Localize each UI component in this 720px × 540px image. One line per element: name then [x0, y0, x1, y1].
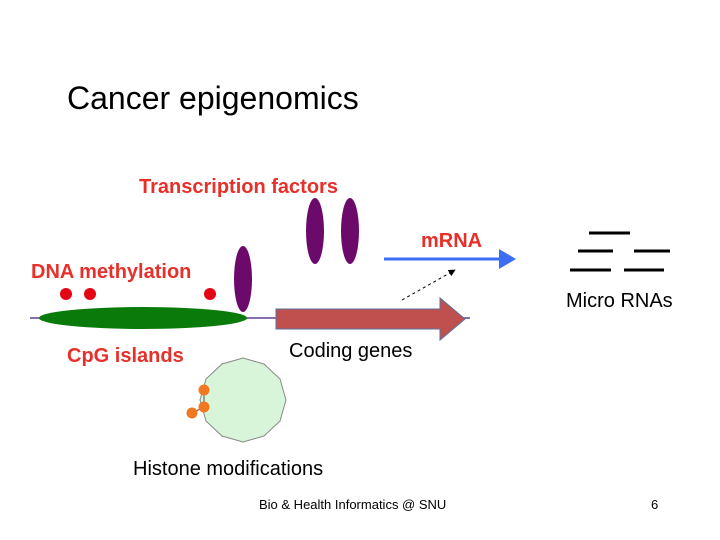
histone-mark — [186, 407, 198, 419]
label-transcription-factors: Transcription factors — [139, 176, 338, 198]
mrna-arrow-head — [499, 249, 516, 269]
transcription-factor — [341, 198, 359, 264]
transcription-factor — [306, 198, 324, 264]
label-histone-modifications: Histone modifications — [133, 458, 324, 480]
methylation-dot — [204, 288, 216, 300]
nucleosome — [199, 357, 287, 443]
label-coding-genes: Coding genes — [289, 340, 413, 362]
methylation-dot — [60, 288, 72, 300]
histone-mark — [198, 384, 210, 396]
histone-mark — [198, 401, 210, 413]
slide-title: Cancer epigenomics — [67, 80, 359, 116]
page-number: 6 — [651, 497, 659, 512]
footer-text: Bio & Health Informatics @ SNU — [259, 497, 447, 512]
label-cpg-islands: CpG islands — [67, 345, 184, 367]
label-mrna: mRNA — [421, 230, 483, 252]
transcription-factor-bound — [234, 246, 252, 312]
coding-gene-arrow — [275, 296, 466, 342]
methylation-dot — [84, 288, 96, 300]
cpg-island — [39, 307, 247, 329]
label-dna-methylation: DNA methylation — [31, 261, 192, 283]
transcription-dashed-arrow — [401, 269, 456, 301]
label-micro-rnas: Micro RNAs — [566, 290, 673, 312]
